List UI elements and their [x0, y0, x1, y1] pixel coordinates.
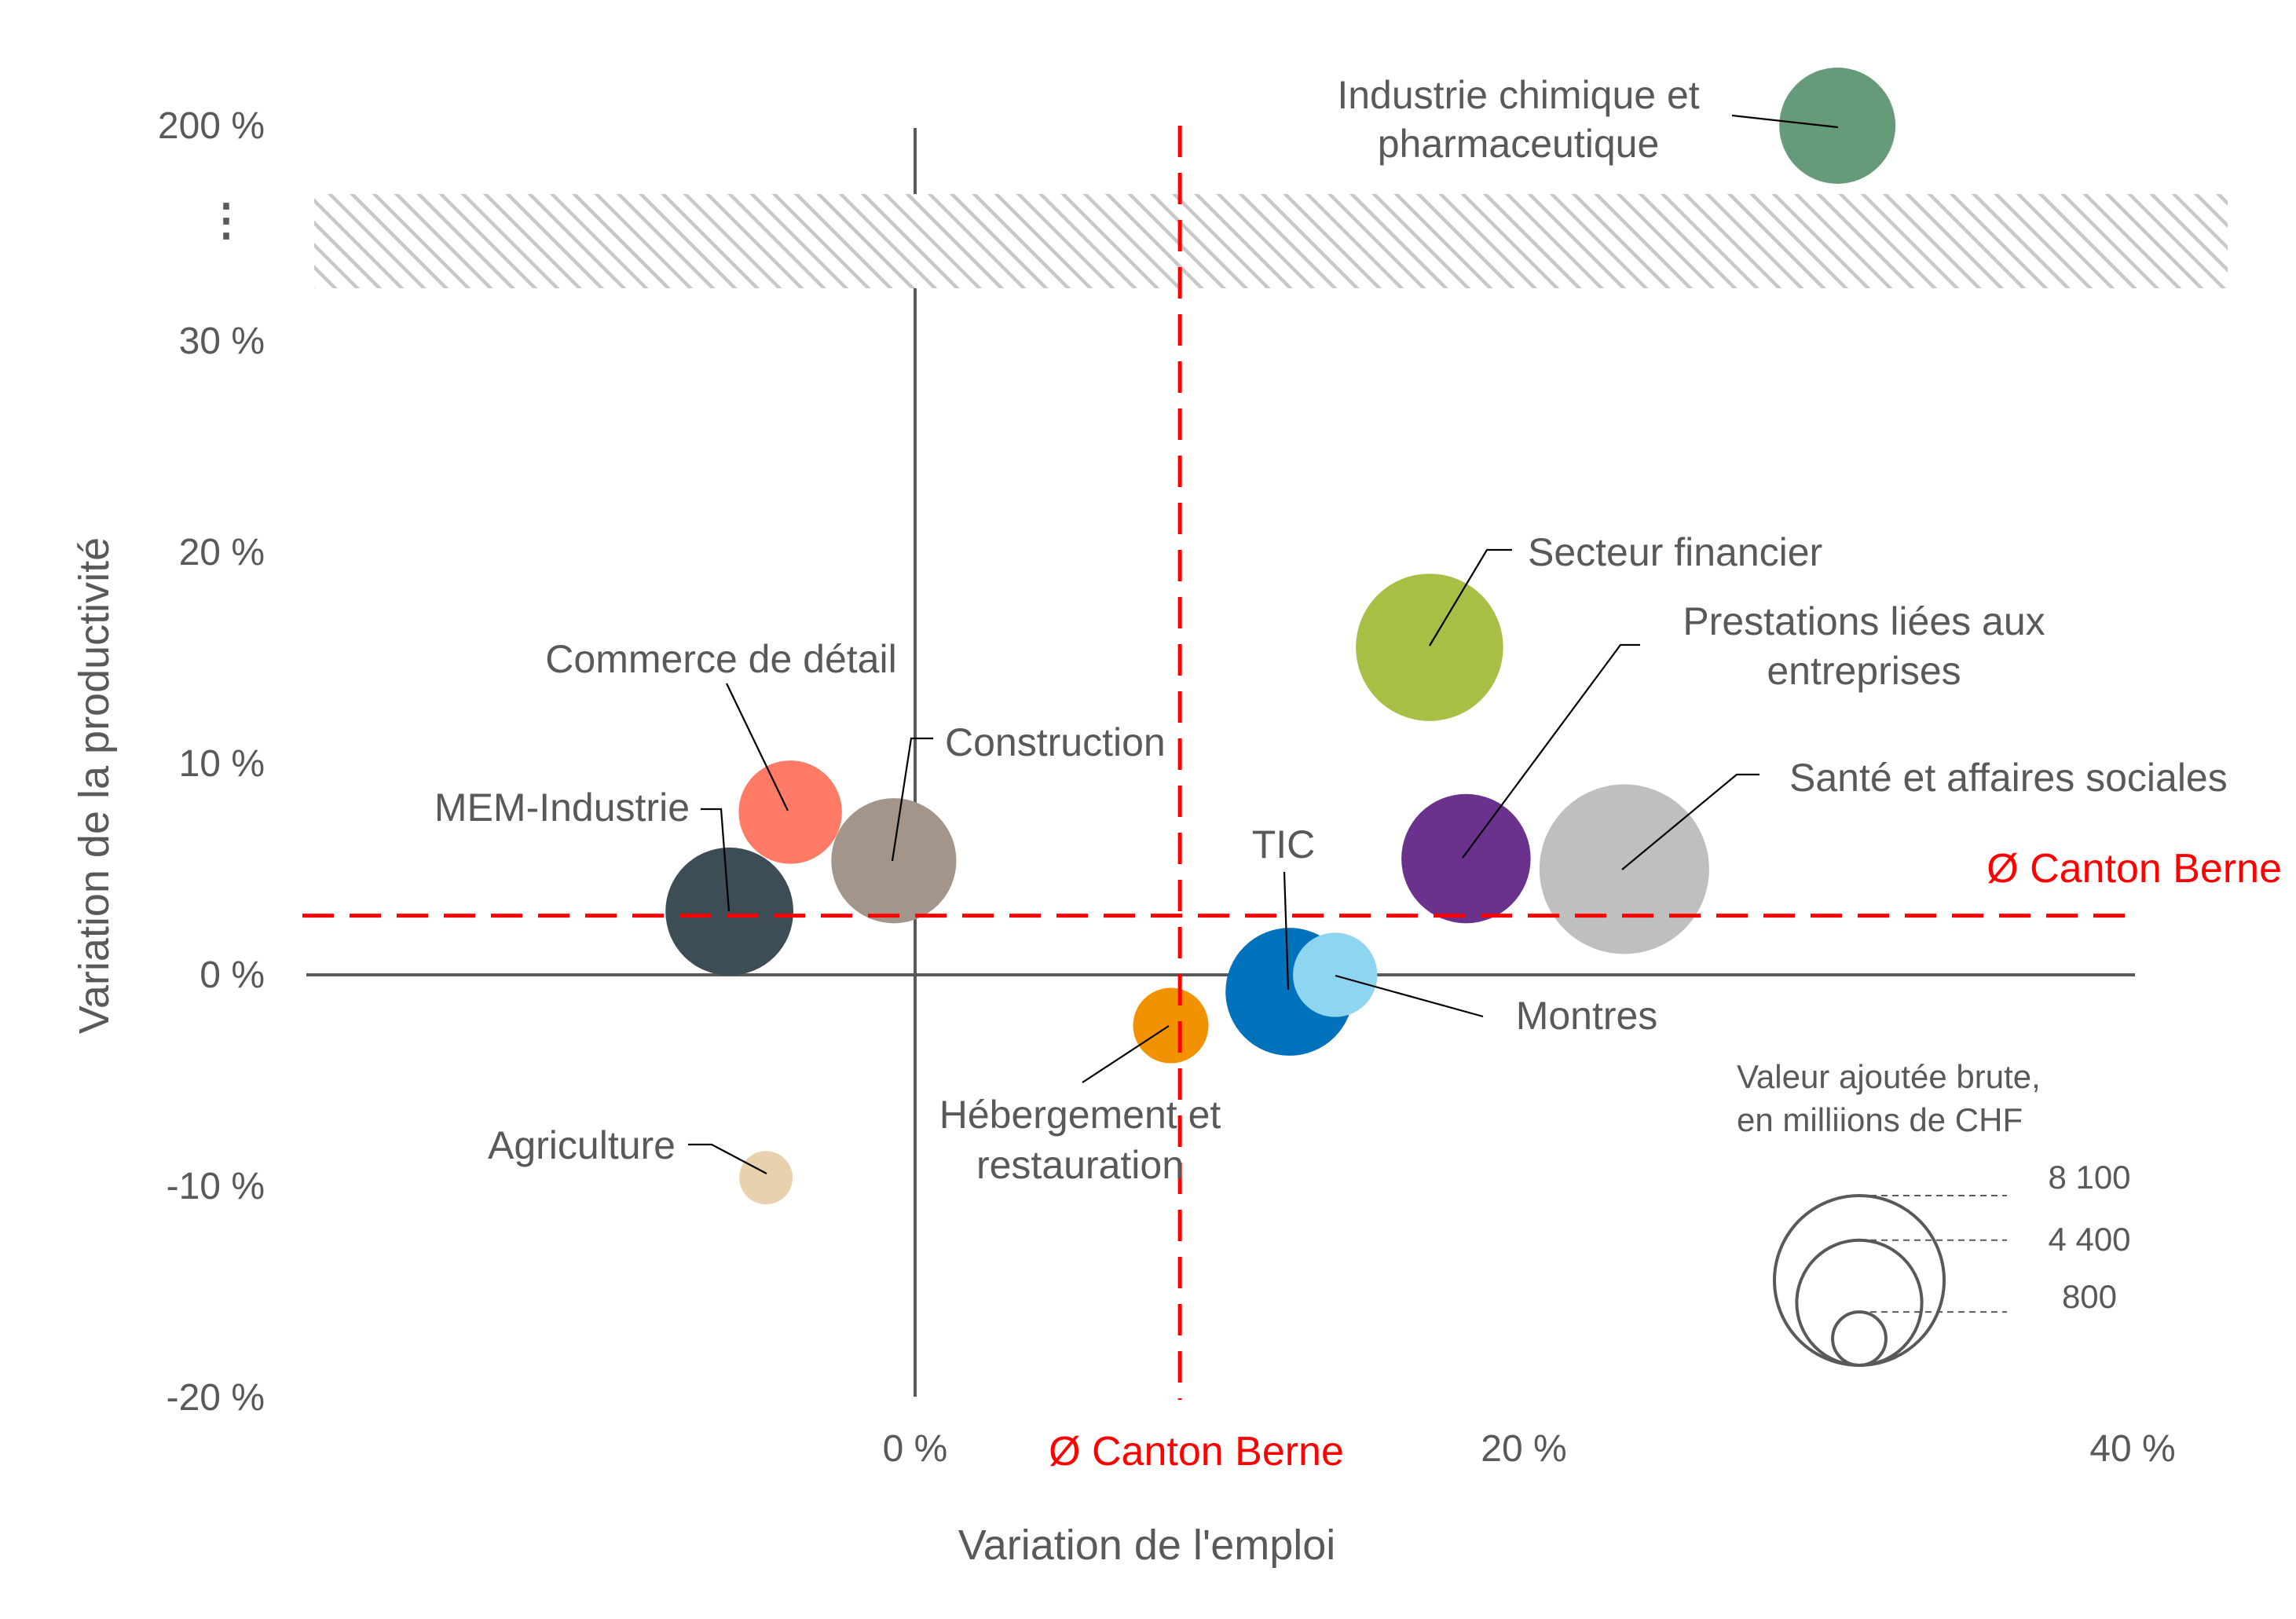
bubble	[1133, 987, 1209, 1064]
bubble	[1401, 793, 1531, 924]
leader-line	[1462, 643, 1640, 859]
legend-size-label: 800	[2062, 1278, 2117, 1315]
average-label-vertical: Ø Canton Berne	[1049, 1429, 1344, 1474]
y-tick-label: 200 %	[158, 105, 265, 147]
leader-line	[701, 808, 731, 912]
average-label-horizontal: Ø Canton Berne	[1987, 846, 2282, 892]
tick-labels: -20 % -10 % 0 % 10 % 20 % 30 % 200 % 0 % 20 % 40 …	[158, 105, 2176, 1470]
legend-size-circle	[1831, 1310, 1888, 1367]
bubble-label: pharmaceutique	[1378, 122, 1660, 166]
bubble	[738, 760, 842, 864]
y-tick-label: 30 %	[179, 321, 265, 362]
leader-line	[1082, 1025, 1170, 1083]
bubble-label: Hébergement et	[939, 1093, 1221, 1137]
bubble	[1293, 932, 1378, 1017]
bubble-label: Montres	[1516, 994, 1658, 1038]
bubble	[665, 847, 794, 976]
legend-title-line-2: en milliions de CHF	[1737, 1101, 2023, 1138]
y-tick-label: 20 %	[179, 532, 265, 573]
y-tick-label: -10 %	[167, 1166, 265, 1207]
axis-break-marker: ⋮	[204, 195, 248, 244]
y-tick-label: 10 %	[179, 743, 265, 785]
size-legend: Valeur ajoutée brute, en milliions de CH…	[1737, 1058, 2131, 1367]
leader-line	[1621, 773, 1760, 870]
bubble-label: Santé et affaires sociales	[1789, 756, 2228, 800]
bubble-label: Industrie chimique et	[1337, 73, 1699, 117]
x-axis-label: Variation de l'emploi	[958, 1522, 1336, 1569]
leader-line	[1335, 974, 1484, 1018]
leader-line	[891, 737, 933, 862]
x-tick-label: 40 %	[2089, 1428, 2175, 1470]
bubble-label: entreprises	[1767, 649, 1961, 693]
leader-line	[1731, 114, 1839, 129]
bubble-labels: Industrie chimique et pharmaceutiqueSecte…	[434, 73, 2228, 1187]
bubble-label: Commerce de détail	[545, 637, 896, 681]
bubble-label: MEM-Industrie	[434, 786, 690, 830]
x-tick-label: 0 %	[883, 1428, 948, 1470]
bubble-label: Construction	[945, 720, 1166, 764]
bubble	[831, 798, 957, 924]
bubble	[1779, 68, 1896, 184]
bubble	[1539, 784, 1709, 954]
y-axis-label: Variation de la productivité	[71, 537, 118, 1034]
legend-title-line-1: Valeur ajoutée brute,	[1737, 1058, 2041, 1095]
bubble-label: restauration	[976, 1143, 1184, 1187]
y-tick-label: -20 %	[167, 1377, 265, 1419]
bubble-label: Secteur financier	[1528, 530, 1822, 574]
bubble	[739, 1151, 793, 1205]
x-tick-label: 20 %	[1481, 1428, 1566, 1470]
leader-line	[1283, 871, 1290, 991]
legend-size-circle	[1795, 1238, 1924, 1367]
bubble	[1356, 573, 1503, 721]
y-tick-label: 0 %	[200, 954, 265, 996]
legend-size-label: 8 100	[2048, 1159, 2130, 1196]
legend-size-label: 4 400	[2048, 1221, 2130, 1258]
bubble-label: Prestations liées aux	[1683, 599, 2045, 643]
bubble-label: TIC	[1252, 822, 1316, 866]
bubble-label: Agriculture	[488, 1123, 676, 1167]
leader-line	[726, 683, 789, 811]
leader-line	[688, 1143, 767, 1174]
bubbles	[665, 68, 1896, 1205]
axis-break-band	[314, 194, 2228, 288]
average-lines	[302, 126, 2137, 1400]
leader-line	[1429, 548, 1512, 647]
